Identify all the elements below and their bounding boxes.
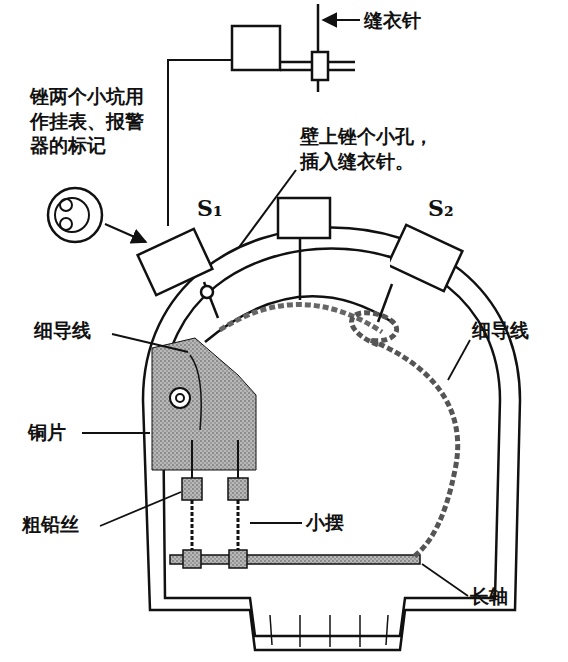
part-label: 小摆	[306, 510, 344, 535]
part-label: 长轴	[470, 584, 508, 609]
part-label: 壁上锉个小孔，插入缝衣针。	[300, 124, 446, 173]
part-label: 粗铅丝	[22, 512, 79, 537]
switch-label: S₂	[428, 195, 454, 221]
part-label: 铜片	[28, 420, 66, 445]
part-label: 细导线	[34, 318, 91, 343]
part-label: 缝衣针	[364, 8, 421, 33]
switch-block: S₁	[135, 195, 235, 300]
part-label: 锉两个小坑用作挂表、报警器的标记	[30, 84, 152, 158]
switch-block: S₂	[390, 195, 480, 295]
part-label: 细导线	[472, 318, 529, 343]
switch-label: S₁	[197, 195, 223, 221]
